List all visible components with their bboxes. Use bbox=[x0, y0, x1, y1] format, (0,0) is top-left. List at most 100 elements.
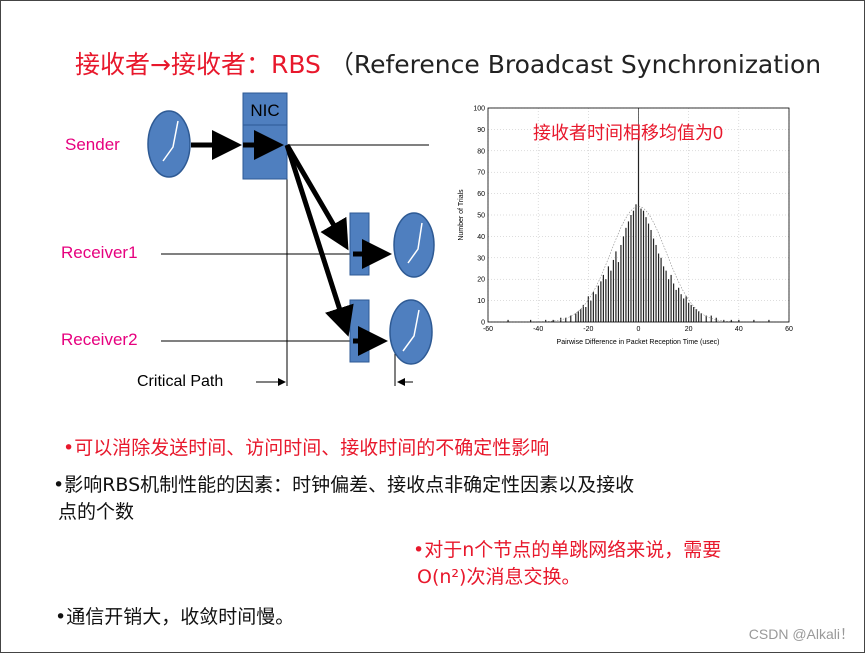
histogram-bar bbox=[585, 307, 587, 322]
receiver1-clock-icon bbox=[393, 212, 435, 278]
receiver2-clock-icon bbox=[389, 299, 433, 365]
histogram-bar bbox=[730, 319, 732, 322]
histogram-bar bbox=[670, 274, 672, 322]
chart-frame bbox=[487, 107, 790, 323]
title-rbs: RBS bbox=[270, 50, 321, 79]
histogram-bar bbox=[705, 315, 707, 322]
histogram-bar bbox=[662, 266, 665, 322]
histogram-bar bbox=[622, 236, 625, 322]
histogram-bar bbox=[753, 319, 755, 322]
y-tick-label: 60 bbox=[477, 191, 485, 198]
histogram-bar bbox=[657, 253, 660, 322]
y-tick-label: 30 bbox=[477, 255, 485, 262]
y-tick-label: 100 bbox=[473, 106, 485, 113]
histogram-bar bbox=[685, 296, 687, 322]
histogram-bar bbox=[678, 287, 680, 322]
x-tick-label: 0 bbox=[637, 326, 641, 333]
sender-clock-icon bbox=[147, 110, 191, 178]
receiver1-label: Receiver1 bbox=[61, 243, 138, 262]
histogram-bar bbox=[768, 319, 770, 322]
histogram-bar bbox=[590, 300, 592, 322]
histogram-bar bbox=[665, 270, 667, 322]
histogram-bar bbox=[675, 289, 677, 322]
slide-title: 接收者→接收者：RBS （Reference Broadcast Synchro… bbox=[75, 45, 821, 81]
histogram-bar bbox=[680, 294, 682, 322]
histogram-bar bbox=[688, 302, 690, 322]
histogram-bar bbox=[625, 227, 627, 322]
histogram-bar bbox=[605, 279, 607, 322]
histogram-bar bbox=[615, 251, 617, 322]
histogram-bar bbox=[577, 311, 579, 322]
y-tick-label: 80 bbox=[477, 148, 485, 155]
histogram-bar bbox=[552, 319, 554, 322]
histogram-bar bbox=[620, 244, 622, 322]
histogram-bar bbox=[715, 317, 717, 322]
histogram-bar bbox=[645, 217, 647, 322]
histogram-bar bbox=[607, 266, 609, 322]
bullet-overhead: •通信开销大，收敛时间慢。 bbox=[55, 606, 295, 628]
title-part1: 接收者→接收者： bbox=[75, 50, 271, 79]
histogram-bar bbox=[507, 319, 509, 322]
histogram-bar bbox=[570, 315, 572, 322]
y-tick-label: 90 bbox=[477, 127, 485, 134]
histogram-bar bbox=[565, 317, 567, 322]
histogram-bar bbox=[587, 296, 589, 322]
bullet-message-exchange-line2: O(n²)次消息交换。 bbox=[417, 566, 581, 588]
y-tick-label: 0 bbox=[481, 320, 485, 327]
histogram-bar bbox=[640, 208, 642, 322]
histogram-bar bbox=[668, 279, 670, 322]
histogram-bar bbox=[632, 210, 635, 322]
sender-label: Sender bbox=[65, 135, 120, 154]
bullet-eliminate-uncertainty: •可以消除发送时间、访问时间、接收时间的不确定性影响 bbox=[63, 437, 550, 459]
histogram-bar bbox=[695, 309, 697, 322]
histogram-bar bbox=[673, 283, 675, 322]
y-tick-label: 40 bbox=[477, 234, 485, 241]
y-tick-label: 10 bbox=[477, 298, 485, 305]
histogram-bar bbox=[600, 281, 602, 322]
histogram-bar bbox=[647, 223, 650, 322]
histogram-bar bbox=[700, 313, 702, 322]
histogram-bar bbox=[635, 204, 637, 322]
chart-bars bbox=[488, 108, 789, 323]
bullet-factors-line1: •影响RBS机制性能的因素：时钟偏差、接收点非确定性因素以及接收 bbox=[53, 474, 635, 496]
histogram-bar bbox=[617, 262, 620, 322]
histogram-bar bbox=[595, 294, 597, 322]
nic-label: NIC bbox=[250, 101, 279, 120]
histogram-bar bbox=[710, 315, 712, 322]
histogram-bar bbox=[597, 285, 599, 322]
histogram-bar bbox=[698, 311, 700, 322]
histogram-bar bbox=[642, 210, 645, 322]
histogram-bar bbox=[655, 244, 657, 322]
broadcast-arrow-receiver1 bbox=[284, 143, 349, 251]
chart-xlabel: Pairwise Difference in Packet Reception … bbox=[557, 339, 720, 346]
chart-annotation: 接收者时间相移均值为0 bbox=[533, 123, 723, 143]
y-tick-label: 20 bbox=[477, 277, 485, 284]
histogram-bar bbox=[610, 270, 612, 322]
histogram-bar bbox=[580, 309, 582, 322]
y-tick-label: 70 bbox=[477, 170, 485, 177]
histogram-bar bbox=[627, 221, 630, 322]
histogram-bar bbox=[530, 319, 532, 322]
histogram-bar bbox=[545, 319, 547, 322]
x-tick-label: 20 bbox=[685, 326, 693, 333]
histogram-bar bbox=[693, 307, 695, 322]
histogram-bar bbox=[738, 319, 740, 322]
x-tick-label: 60 bbox=[785, 326, 793, 333]
histogram-bar bbox=[630, 215, 632, 322]
watermark: CSDN @Alkali！ bbox=[748, 626, 854, 642]
x-tick-label: -60 bbox=[483, 326, 493, 333]
histogram-bar bbox=[582, 304, 584, 322]
x-tick-label: -20 bbox=[583, 326, 593, 333]
x-tick-label: 40 bbox=[735, 326, 743, 333]
histogram-bar bbox=[612, 259, 615, 322]
histogram-bar bbox=[637, 135, 640, 322]
chart-ylabel: Number of Trials bbox=[458, 189, 465, 241]
critical-path-label: Critical Path bbox=[137, 373, 224, 390]
histogram-bar bbox=[592, 292, 594, 322]
histogram-bar bbox=[690, 304, 692, 322]
histogram-bar bbox=[575, 313, 577, 322]
y-tick-label: 50 bbox=[477, 213, 485, 220]
